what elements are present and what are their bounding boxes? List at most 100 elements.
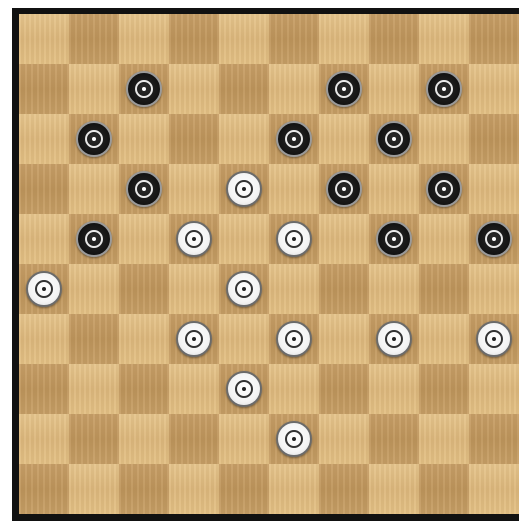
light-square <box>469 264 519 314</box>
dark-square[interactable] <box>319 64 369 114</box>
white-checker-piece[interactable] <box>276 321 312 357</box>
light-square <box>419 214 469 264</box>
dark-square[interactable] <box>169 314 219 364</box>
light-square <box>369 364 419 414</box>
dark-square[interactable] <box>219 364 269 414</box>
dark-square[interactable] <box>369 314 419 364</box>
black-checker-piece[interactable] <box>126 171 162 207</box>
black-checker-piece[interactable] <box>426 171 462 207</box>
dark-square[interactable] <box>119 164 169 214</box>
light-square <box>69 464 119 514</box>
dark-square[interactable] <box>269 114 319 164</box>
dark-square[interactable] <box>19 264 69 314</box>
dark-square[interactable] <box>369 114 419 164</box>
light-square <box>119 314 169 364</box>
black-checker-piece[interactable] <box>326 71 362 107</box>
white-checker-piece[interactable] <box>276 221 312 257</box>
checkers-board[interactable] <box>19 14 519 514</box>
dark-square[interactable] <box>119 464 169 514</box>
dark-square[interactable] <box>469 214 519 264</box>
dark-square[interactable] <box>119 64 169 114</box>
dark-square[interactable] <box>419 264 469 314</box>
dark-square[interactable] <box>219 64 269 114</box>
light-square <box>469 364 519 414</box>
dark-square[interactable] <box>469 114 519 164</box>
dark-square[interactable] <box>469 314 519 364</box>
piece-center-dot <box>292 337 296 341</box>
dark-square[interactable] <box>419 64 469 114</box>
dark-square[interactable] <box>69 214 119 264</box>
black-checker-piece[interactable] <box>276 121 312 157</box>
dark-square[interactable] <box>69 314 119 364</box>
dark-square[interactable] <box>419 364 469 414</box>
light-square <box>419 114 469 164</box>
dark-square[interactable] <box>319 364 369 414</box>
dark-square[interactable] <box>469 14 519 64</box>
dark-square[interactable] <box>319 164 369 214</box>
dark-square[interactable] <box>419 164 469 214</box>
dark-square[interactable] <box>169 114 219 164</box>
black-checker-piece[interactable] <box>376 221 412 257</box>
white-checker-piece[interactable] <box>226 171 262 207</box>
board-frame <box>12 8 519 521</box>
light-square <box>19 314 69 364</box>
dark-square[interactable] <box>469 414 519 464</box>
dark-square[interactable] <box>269 14 319 64</box>
white-checker-piece[interactable] <box>276 421 312 457</box>
white-checker-piece[interactable] <box>176 321 212 357</box>
dark-square[interactable] <box>369 14 419 64</box>
light-square <box>319 114 369 164</box>
black-checker-piece[interactable] <box>376 121 412 157</box>
dark-square[interactable] <box>269 414 319 464</box>
light-square <box>419 414 469 464</box>
dark-square[interactable] <box>19 464 69 514</box>
dark-square[interactable] <box>369 414 419 464</box>
dark-square[interactable] <box>319 464 369 514</box>
dark-square[interactable] <box>269 214 319 264</box>
light-square <box>119 414 169 464</box>
light-square <box>19 114 69 164</box>
dark-square[interactable] <box>19 364 69 414</box>
dark-square[interactable] <box>169 214 219 264</box>
black-checker-piece[interactable] <box>476 221 512 257</box>
dark-square[interactable] <box>69 114 119 164</box>
light-square <box>169 264 219 314</box>
white-checker-piece[interactable] <box>376 321 412 357</box>
piece-center-dot <box>492 337 496 341</box>
dark-square[interactable] <box>419 464 469 514</box>
dark-square[interactable] <box>169 414 219 464</box>
light-square <box>419 314 469 364</box>
dark-square[interactable] <box>219 164 269 214</box>
white-checker-piece[interactable] <box>26 271 62 307</box>
dark-square[interactable] <box>219 264 269 314</box>
dark-square[interactable] <box>169 14 219 64</box>
dark-square[interactable] <box>19 64 69 114</box>
white-checker-piece[interactable] <box>226 271 262 307</box>
black-checker-piece[interactable] <box>426 71 462 107</box>
light-square <box>219 114 269 164</box>
light-square <box>219 214 269 264</box>
dark-square[interactable] <box>69 14 119 64</box>
black-checker-piece[interactable] <box>76 121 112 157</box>
dark-square[interactable] <box>269 314 319 364</box>
piece-center-dot <box>192 237 196 241</box>
black-checker-piece[interactable] <box>76 221 112 257</box>
dark-square[interactable] <box>369 214 419 264</box>
white-checker-piece[interactable] <box>476 321 512 357</box>
dark-square[interactable] <box>119 364 169 414</box>
black-checker-piece[interactable] <box>326 171 362 207</box>
dark-square[interactable] <box>119 264 169 314</box>
dark-square[interactable] <box>69 414 119 464</box>
black-checker-piece[interactable] <box>126 71 162 107</box>
dark-square[interactable] <box>19 164 69 214</box>
piece-center-dot <box>442 187 446 191</box>
light-square <box>219 414 269 464</box>
dark-square[interactable] <box>319 264 369 314</box>
white-checker-piece[interactable] <box>226 371 262 407</box>
piece-center-dot <box>242 187 246 191</box>
light-square <box>119 214 169 264</box>
dark-square[interactable] <box>219 464 269 514</box>
piece-center-dot <box>142 187 146 191</box>
white-checker-piece[interactable] <box>176 221 212 257</box>
light-square <box>319 14 369 64</box>
